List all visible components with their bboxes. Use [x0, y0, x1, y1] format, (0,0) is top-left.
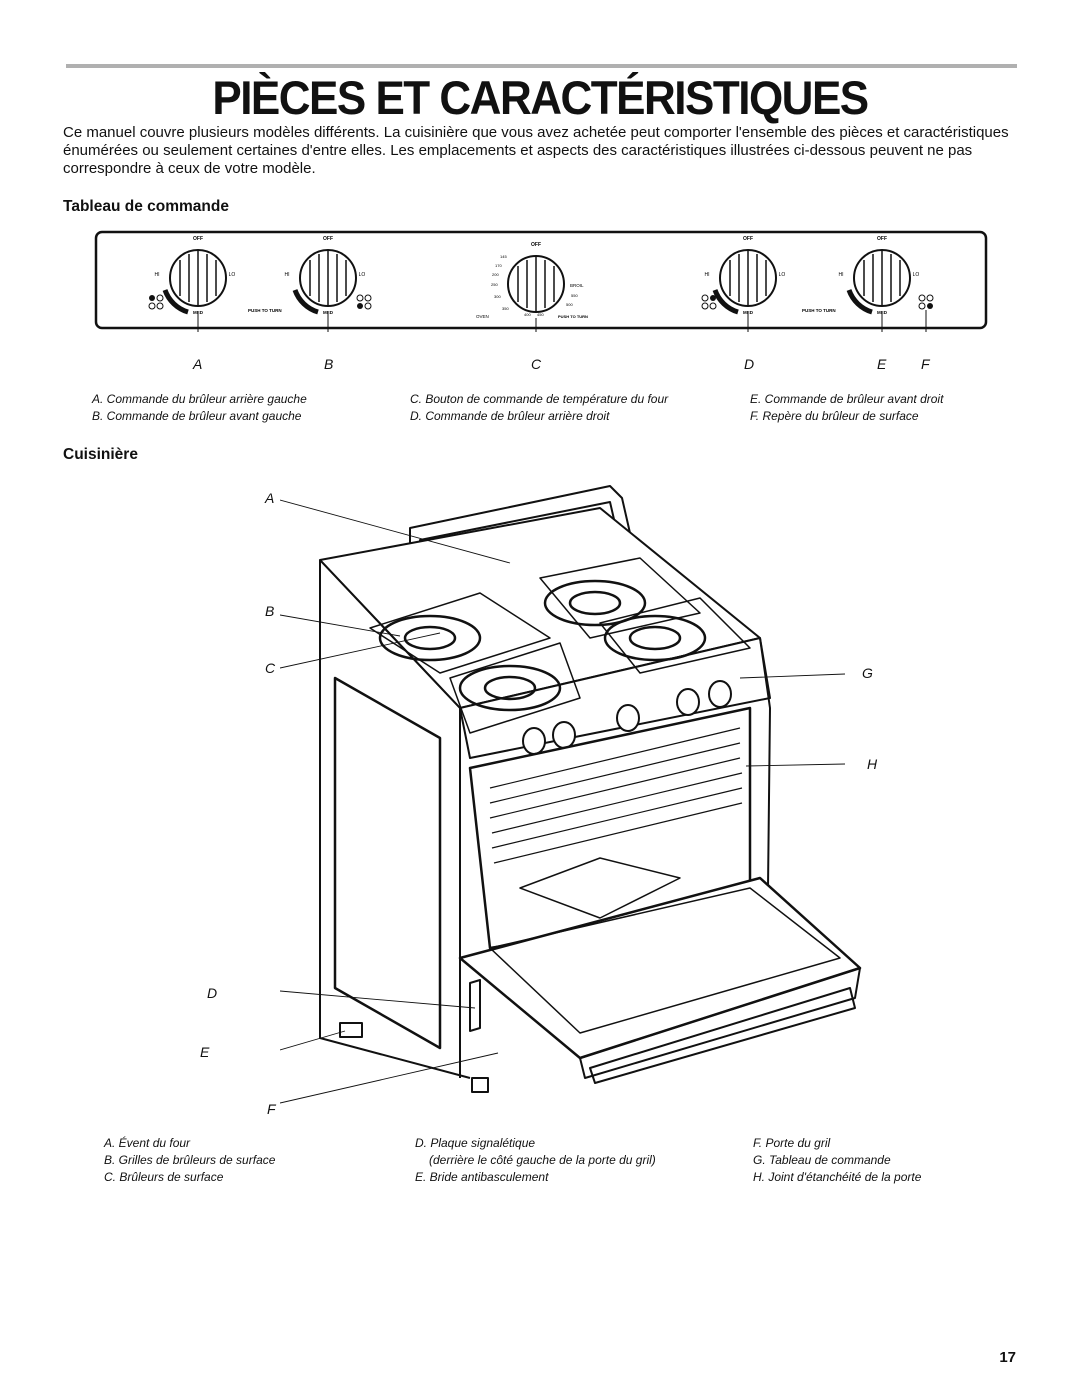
svg-text:OFF: OFF: [531, 242, 541, 248]
svg-text:MED: MED: [323, 310, 334, 315]
intro-paragraph: Ce manuel couvre plusieurs modèles diffé…: [63, 124, 1009, 177]
svg-text:550: 550: [571, 293, 578, 298]
range-caption-col2: D. Plaque signalétique (derrière le côté…: [415, 1136, 656, 1184]
control-caption-col1: A. Commande du brûleur arrière gauche B.…: [92, 392, 307, 423]
range-illustration: [280, 485, 862, 1104]
hi-label: HI: [155, 272, 160, 278]
svg-text:MED: MED: [743, 310, 754, 315]
callout-f: F: [921, 356, 930, 372]
svg-text:HI: HI: [705, 272, 710, 278]
svg-text:300: 300: [494, 294, 501, 299]
callout-c: C: [531, 356, 542, 372]
lo-label: LO: [229, 272, 236, 278]
off-label: OFF: [193, 236, 203, 242]
svg-text:500: 500: [566, 302, 573, 307]
svg-text:OFF: OFF: [323, 236, 333, 242]
knob-c-oven-icon: OFF 145 170 200 250 300 350 400 450 500 …: [476, 242, 588, 319]
range-callout-f: F: [267, 1101, 276, 1117]
control-caption-col3: E. Commande de brûleur avant droit F. Re…: [750, 392, 944, 423]
push-to-turn-label: PUSH TO TURN: [248, 308, 282, 313]
svg-text:LO: LO: [913, 272, 920, 278]
control-caption-col2: C. Bouton de commande de température du …: [410, 392, 669, 423]
svg-text:HI: HI: [285, 272, 290, 278]
svg-text:LO: LO: [359, 272, 366, 278]
control-panel-illustration: OFF HI LO MED PUSH TO TURN OFF HI LO MED…: [94, 230, 988, 332]
burner-marker-icon: [701, 294, 717, 310]
knob-d-icon: OFF HI LO MED: [705, 236, 786, 315]
knob-b-icon: OFF HI LO MED: [285, 236, 366, 315]
svg-text:170: 170: [495, 263, 502, 268]
svg-text:MED: MED: [877, 310, 888, 315]
svg-text:LO: LO: [779, 272, 786, 278]
svg-text:145: 145: [500, 254, 507, 259]
range-callout-h: H: [867, 756, 878, 772]
range-caption-col3: F. Porte du gril G. Tableau de commande …: [753, 1136, 922, 1184]
range-callout-d: D: [207, 985, 218, 1001]
svg-text:400: 400: [524, 312, 531, 317]
burner-marker-icon: [918, 294, 934, 310]
range-caption-col1: A. Évent du four B. Grilles de brûleurs …: [104, 1136, 276, 1184]
range-callout-a: A: [265, 490, 275, 506]
range-heading: Cuisinière: [63, 446, 138, 463]
svg-text:PUSH TO TURN: PUSH TO TURN: [558, 314, 588, 319]
burner-marker-icon: [356, 294, 372, 310]
burner-marker-icon: [148, 294, 164, 310]
svg-text:350: 350: [502, 306, 509, 311]
knob-e-icon: OFF HI LO MED: [839, 236, 920, 315]
broil-label: BROIL: [570, 283, 584, 288]
range-callout-b: B: [265, 603, 275, 619]
page-number: 17: [999, 1349, 1016, 1366]
callout-d: D: [744, 356, 755, 372]
range-callout-g: G: [862, 665, 873, 681]
page-title: PIÈCES ET CARACTÉRISTIQUES: [212, 72, 869, 125]
svg-text:OFF: OFF: [743, 236, 753, 242]
svg-text:OFF: OFF: [877, 236, 887, 242]
range-callout-c: C: [265, 660, 276, 676]
oven-label: OVEN: [476, 314, 489, 319]
callout-b: B: [324, 356, 334, 372]
med-label: MED: [193, 310, 204, 315]
callout-a: A: [193, 356, 203, 372]
header-rule: [66, 64, 1017, 68]
control-panel-heading: Tableau de commande: [63, 198, 229, 215]
knob-a-icon: OFF HI LO MED: [155, 236, 236, 315]
range-callout-e: E: [200, 1044, 210, 1060]
callout-e: E: [877, 356, 887, 372]
svg-text:HI: HI: [839, 272, 844, 278]
svg-text:450: 450: [537, 312, 544, 317]
svg-text:250: 250: [491, 282, 498, 287]
svg-text:PUSH TO TURN: PUSH TO TURN: [802, 308, 836, 313]
svg-text:200: 200: [492, 272, 499, 277]
